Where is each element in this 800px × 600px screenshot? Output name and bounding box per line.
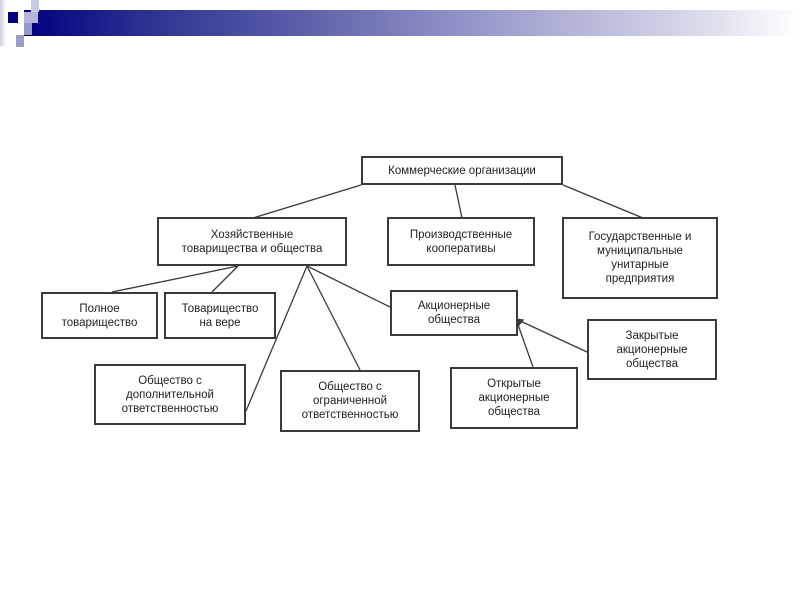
edge-partnerships-limited — [211, 265, 239, 293]
node-business-partnerships: Хозяйственные товарищества и общества — [157, 217, 347, 266]
node-limited-partnership: Товарищество на вере — [164, 292, 276, 339]
edge-root-unitary — [562, 184, 644, 219]
edge-jsc-open — [515, 318, 534, 368]
decorative-square — [31, 0, 39, 12]
edge-jsc-closed — [515, 318, 588, 353]
node-additional-liability-company: Общество с дополнительной ответственност… — [94, 364, 246, 425]
node-full-partnership: Полное товарищество — [41, 292, 158, 339]
node-closed-jsc: Закрытые акционерные общества — [587, 319, 717, 380]
decorative-square — [24, 23, 32, 35]
node-unitary-enterprises: Государственные и муниципальные унитарны… — [562, 217, 718, 299]
slide-header-bar — [24, 10, 800, 36]
decorative-square — [24, 12, 38, 23]
edge-partnerships-full — [111, 265, 239, 293]
decorative-square — [0, 0, 6, 46]
node-joint-stock-companies: Акционерные общества — [390, 290, 518, 336]
decorative-square — [16, 35, 24, 47]
node-production-cooperatives: Производственные кооперативы — [387, 217, 535, 266]
edge-root-partnerships — [252, 184, 362, 219]
node-commercial-organizations: Коммерческие организации — [361, 156, 563, 185]
edge-partnerships-additional — [245, 265, 308, 412]
edge-partnerships-jsc — [306, 265, 391, 308]
node-limited-liability-company: Общество с ограниченной ответственностью — [280, 370, 420, 432]
edge-root-cooperatives — [454, 184, 463, 219]
edge-partnerships-llc — [306, 265, 361, 371]
decorative-square — [8, 12, 18, 23]
node-open-jsc: Открытые акционерные общества — [450, 367, 578, 429]
